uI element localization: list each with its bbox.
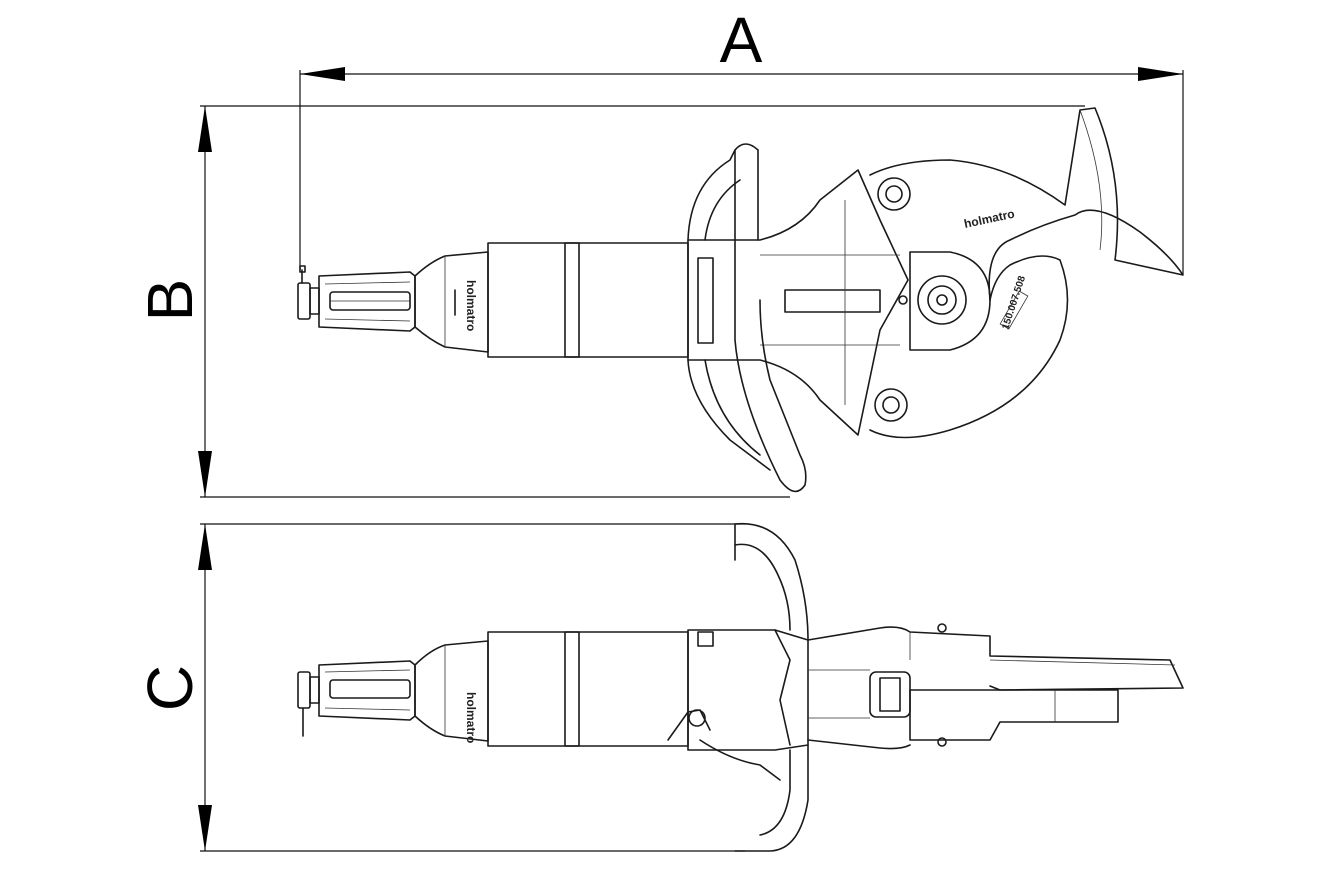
hose-coupling-side (297, 671, 320, 737)
bolt-lower-top (874, 388, 908, 422)
dimension-c-arrow-top (198, 524, 212, 570)
control-dial-side: holmatro (414, 640, 489, 743)
control-dial-top: holmatro (414, 251, 489, 353)
dimension-a: A (299, 4, 1184, 275)
carrying-handle-top (687, 143, 807, 493)
dimension-c-label: C (134, 665, 206, 711)
bolt-lower-top-inner (882, 396, 900, 414)
grip-top (318, 271, 416, 332)
dimension-b-arrow-top (198, 106, 212, 152)
dimension-a-label: A (720, 4, 763, 76)
cylinder-top (487, 242, 689, 358)
dimension-c: C (134, 523, 745, 852)
dimension-a-arrow-left (300, 67, 345, 81)
brand-label-dial-top: holmatro (464, 280, 478, 331)
brand-label-blade-top: holmatro (963, 207, 1016, 231)
upper-blade-top: holmatro (869, 107, 1184, 301)
dimension-b: B (134, 105, 1085, 498)
head-housing-side (667, 629, 809, 751)
dimension-a-arrow-right (1138, 67, 1183, 81)
dimension-c-arrow-bottom (198, 805, 212, 851)
cylinder-side (487, 631, 689, 747)
brand-label-dial-side: holmatro (464, 692, 478, 743)
bolt-upper-top (877, 177, 911, 211)
head-housing-top (687, 169, 909, 436)
bolt-side-upper (937, 623, 947, 633)
cutter-top-view: holmatro (297, 107, 1184, 493)
hose-coupling-top (297, 265, 320, 320)
carrying-handle-side (699, 522, 809, 852)
dimension-b-label: B (134, 279, 206, 322)
upper-blade-side (807, 626, 1184, 691)
grip-side (318, 660, 416, 721)
lower-blade-top: 150.007.508 (869, 255, 1069, 439)
cutter-side-view: holmatro (297, 522, 1184, 852)
bolt-upper-top-inner (885, 185, 903, 203)
bolt-side-lower (937, 737, 947, 747)
dimension-b-arrow-bottom (198, 451, 212, 497)
pivot-bolt-top (909, 251, 991, 351)
lower-blade-side (807, 669, 1119, 750)
